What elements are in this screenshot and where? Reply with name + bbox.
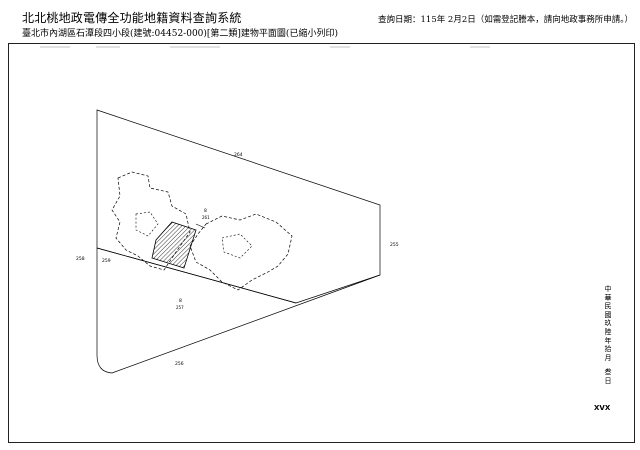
lower-parcel-label: 8 (179, 298, 182, 304)
query-date: 查詢日期：115年 2月2日（如需登記謄本，請向地政事務所申請。） (378, 15, 633, 25)
building-outline-inner-right (221, 233, 253, 259)
page-title: 北北桃地政電傳全功能地籍資料查詢系統 (22, 11, 242, 25)
scale-mark: XVX (594, 404, 611, 412)
parcel-label-255: 255 (390, 242, 399, 248)
parcel-divider (96, 247, 297, 304)
binding-hole-bottom (20, 318, 26, 330)
building-outline-inner-left (135, 211, 159, 237)
binding-hole-top (24, 172, 30, 184)
issue-date-vertical: 中華民國玖陸年拾月 (604, 285, 612, 362)
building-label: 8 (204, 208, 207, 214)
leader-line (195, 223, 206, 229)
document-subtitle: 臺北市內湖區石潭段四小段(建號:04452-000)[第二類]建物平面圖(已縮小… (22, 29, 338, 39)
issue-day-vertical: 叁日 (604, 368, 612, 385)
parcel-label-259: 259 (102, 258, 111, 264)
lower-parcel-number: 257 (176, 305, 184, 310)
road-boundary (96, 248, 381, 374)
parcel-label-256: 256 (175, 361, 184, 367)
plan-frame (8, 43, 635, 443)
building-outline-right (189, 213, 293, 291)
hatched-unit (151, 221, 197, 269)
building-number: 261 (202, 215, 210, 220)
parcel-label-264: 264 (234, 152, 243, 158)
parcel-boundary (96, 109, 381, 304)
parcel-label-258: 258 (76, 256, 85, 262)
